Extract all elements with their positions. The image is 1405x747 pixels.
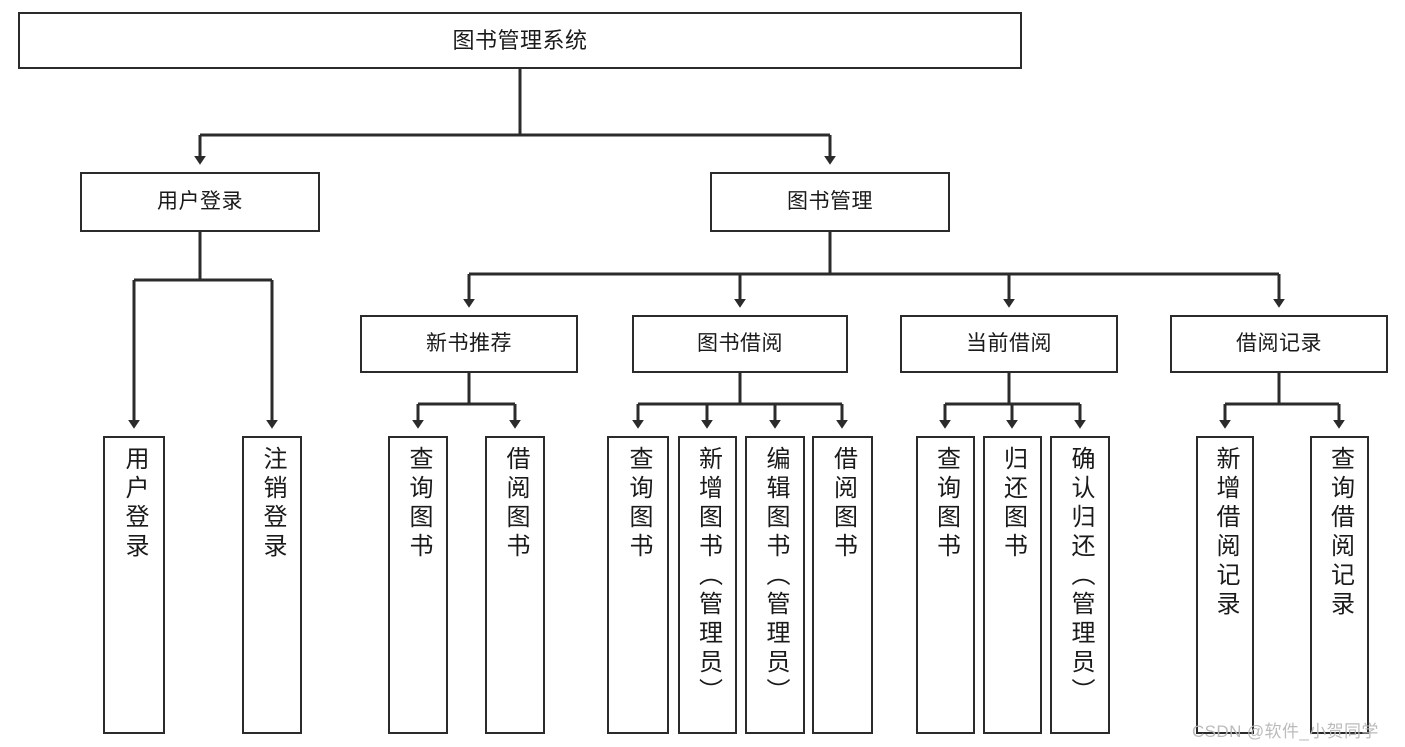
node-book-manage-label: 图书管理 bbox=[787, 189, 873, 213]
node-leaf-borrow-book-2-label: 借阅图书 bbox=[829, 446, 857, 562]
node-leaf-query-book-2-label: 查询图书 bbox=[625, 446, 652, 562]
node-borrow-record-label: 借阅记录 bbox=[1236, 331, 1322, 355]
node-new-book-recommend[interactable]: 新书推荐 bbox=[360, 315, 578, 373]
node-leaf-borrow-book-2[interactable]: 借阅图书 bbox=[812, 436, 873, 734]
node-book-borrow[interactable]: 图书借阅 bbox=[632, 315, 848, 373]
node-leaf-logout-login[interactable]: 注销登录 bbox=[242, 436, 302, 734]
node-current-borrow-label: 当前借阅 bbox=[966, 331, 1052, 355]
node-new-book-recommend-label: 新书推荐 bbox=[426, 331, 512, 355]
node-leaf-query-borrow-record[interactable]: 查询借阅记录 bbox=[1310, 436, 1369, 734]
node-leaf-query-book-3-label: 查询图书 bbox=[932, 446, 960, 562]
node-leaf-query-book-3[interactable]: 查询图书 bbox=[916, 436, 975, 734]
node-leaf-add-borrow-record[interactable]: 新增借阅记录 bbox=[1196, 436, 1254, 734]
node-root-label: 图书管理系统 bbox=[452, 27, 588, 53]
node-leaf-confirm-return-admin[interactable]: 确认归还（管理员） bbox=[1050, 436, 1110, 734]
node-leaf-edit-book-admin-label: 编辑图书（管理员） bbox=[762, 446, 789, 707]
node-leaf-return-book[interactable]: 归还图书 bbox=[983, 436, 1042, 734]
node-leaf-return-book-label: 归还图书 bbox=[999, 446, 1027, 562]
node-leaf-user-login-label: 用户登录 bbox=[121, 446, 148, 562]
node-user-login-label: 用户登录 bbox=[157, 189, 243, 213]
node-borrow-record[interactable]: 借阅记录 bbox=[1170, 315, 1388, 373]
node-leaf-logout-login-label: 注销登录 bbox=[259, 446, 286, 562]
node-leaf-borrow-book-1-label: 借阅图书 bbox=[502, 446, 529, 562]
node-leaf-add-book-admin-label: 新增图书（管理员） bbox=[694, 446, 722, 707]
node-leaf-borrow-book-1[interactable]: 借阅图书 bbox=[485, 436, 545, 734]
node-user-login[interactable]: 用户登录 bbox=[80, 172, 320, 232]
node-leaf-confirm-return-admin-label: 确认归还（管理员） bbox=[1067, 446, 1094, 707]
node-leaf-query-book-1-label: 查询图书 bbox=[405, 446, 432, 562]
node-leaf-query-borrow-record-label: 查询借阅记录 bbox=[1326, 446, 1354, 620]
node-leaf-query-book-2[interactable]: 查询图书 bbox=[607, 436, 669, 734]
node-leaf-add-book-admin[interactable]: 新增图书（管理员） bbox=[678, 436, 737, 734]
node-leaf-add-borrow-record-label: 新增借阅记录 bbox=[1212, 446, 1239, 620]
node-leaf-edit-book-admin[interactable]: 编辑图书（管理员） bbox=[745, 436, 805, 734]
node-leaf-user-login[interactable]: 用户登录 bbox=[103, 436, 165, 734]
node-current-borrow[interactable]: 当前借阅 bbox=[900, 315, 1118, 373]
node-book-borrow-label: 图书借阅 bbox=[697, 331, 783, 355]
node-book-manage[interactable]: 图书管理 bbox=[710, 172, 950, 232]
node-root[interactable]: 图书管理系统 bbox=[18, 12, 1022, 69]
csdn-watermark: CSDN @软件_小贺同学 bbox=[1192, 722, 1379, 741]
node-leaf-query-book-1[interactable]: 查询图书 bbox=[388, 436, 448, 734]
